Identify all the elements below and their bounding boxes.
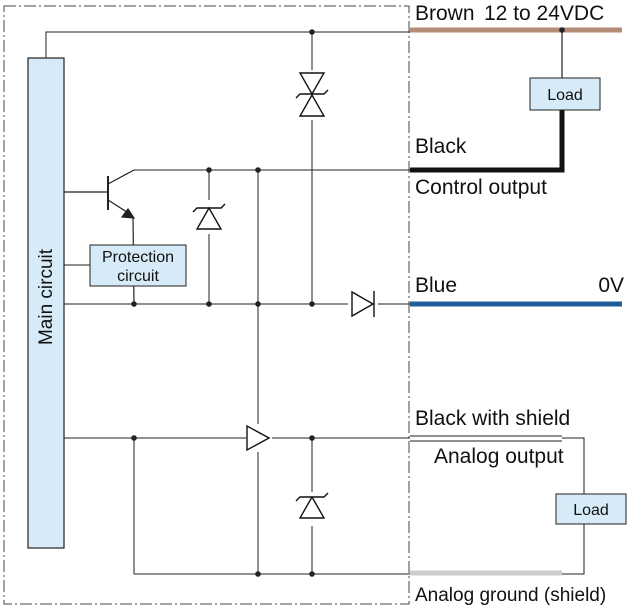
- junction-dot: [206, 167, 212, 173]
- junction-dot: [255, 167, 261, 173]
- analog-load-return: [562, 524, 585, 575]
- junction-dot: [309, 571, 315, 577]
- junction-dot: [255, 571, 261, 577]
- protection-circuit-label-line1: Protection: [102, 249, 174, 266]
- analog-zener-diode-icon: [295, 492, 329, 519]
- power-supply-line: [45, 31, 410, 58]
- analog-output-label: Analog output: [434, 445, 564, 468]
- main-circuit-label: Main circuit: [36, 248, 57, 345]
- blue-wire-label: Blue: [415, 274, 457, 297]
- protection-circuit-box: [89, 244, 187, 287]
- analog-ground-label: Analog ground (shield): [415, 585, 606, 606]
- black-wire-label: Black: [415, 135, 467, 158]
- diode-icon: [351, 290, 375, 318]
- bidirectional-zener-icon: [295, 72, 329, 117]
- analog-load-label: Load: [573, 502, 609, 519]
- control-output-label: Control output: [415, 176, 547, 199]
- protection-circuit-label-line2: circuit: [117, 268, 159, 285]
- control-load-box: [529, 77, 601, 111]
- junction-dot: [559, 27, 565, 33]
- amplifier-icon: [246, 424, 271, 452]
- zener-diode-icon: [192, 203, 226, 230]
- analog-load-box: [555, 493, 627, 525]
- npn-transistor-icon: [64, 169, 136, 305]
- zero-volt-label: 0V: [598, 274, 624, 297]
- analog-load-wire: [562, 437, 585, 494]
- sensor-boundary: [3, 5, 410, 605]
- brown-wire-label: Brown: [415, 2, 475, 25]
- black-shield-label: Black with shield: [415, 407, 570, 430]
- brown-voltage-label: 12 to 24VDC: [484, 2, 604, 25]
- control-load-label: Load: [547, 87, 583, 104]
